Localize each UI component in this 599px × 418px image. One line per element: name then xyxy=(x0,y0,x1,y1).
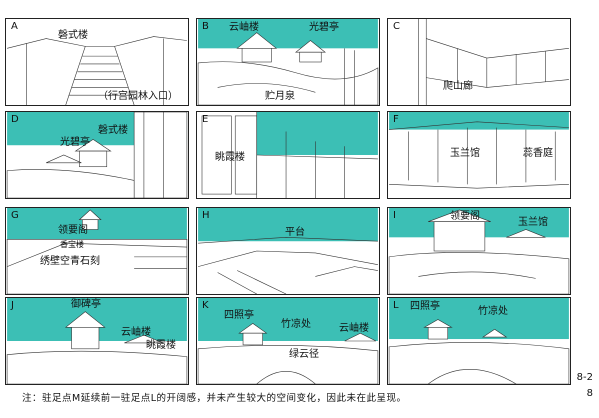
panel-i-caption-1: 领要阁 xyxy=(450,211,480,222)
panel-l-label: L xyxy=(393,300,399,311)
panel-h-sketch xyxy=(198,208,378,294)
panel-e-sketch xyxy=(198,112,378,198)
panel-j-label: J xyxy=(11,300,14,311)
panel-d-caption-2: 光碧亭 xyxy=(60,137,90,148)
panel-l-sketch xyxy=(388,298,570,384)
panel-a-caption-2: （行宫园林入口） xyxy=(98,91,178,102)
panel-a: A 磬式楼 （行宫园林入口） xyxy=(5,18,189,106)
panel-i: I 领要阁 玉兰馆 xyxy=(387,207,571,295)
panel-a-caption-1: 磬式楼 xyxy=(58,30,88,41)
panel-c-sketch xyxy=(389,19,569,105)
panel-i-caption-2: 玉兰馆 xyxy=(518,217,548,228)
panel-g: G 领要阁 香宝楼 绣壁空青石刻 xyxy=(5,207,189,295)
page-number-top: 8-2 xyxy=(576,372,593,383)
panel-f-caption-1: 玉兰馆 xyxy=(450,148,480,159)
panel-e-label: E xyxy=(202,114,209,125)
panel-k-caption-2: 竹凉处 xyxy=(281,319,311,330)
panel-k-caption-1: 四照亭 xyxy=(224,310,254,321)
panel-b-sketch xyxy=(197,19,379,105)
panel-i-sketch xyxy=(388,208,570,294)
panel-k-sketch xyxy=(197,298,379,384)
panel-j: J 御碑亭 云岫楼 眺霞楼 xyxy=(5,297,189,385)
panel-f-sketch xyxy=(389,112,569,198)
panel-f: F 玉兰馆 蕊香庭 xyxy=(387,111,571,199)
panel-l: L 四照亭 竹凉处 xyxy=(387,297,571,385)
panel-b: B 云岫楼 光碧亭 贮月泉 xyxy=(196,18,380,106)
panel-b-label: B xyxy=(202,21,209,32)
panel-g-sketch xyxy=(6,208,188,294)
page-number-bottom: 8 xyxy=(586,388,593,399)
panel-b-caption-1: 云岫楼 xyxy=(229,22,259,33)
panel-j-caption-1: 御碑亭 xyxy=(71,299,101,310)
panel-g-label: G xyxy=(11,210,19,221)
panel-j-sketch xyxy=(6,298,188,384)
panel-k-caption-3: 云岫楼 xyxy=(339,323,369,334)
panel-d-caption-1: 磬式楼 xyxy=(98,125,128,136)
panel-h: H 平台 xyxy=(196,207,380,295)
panel-g-caption-1: 领要阁 xyxy=(58,225,88,236)
panel-b-caption-3: 贮月泉 xyxy=(265,91,295,102)
panel-k-caption-4: 绿云径 xyxy=(289,349,319,360)
panel-a-label: A xyxy=(11,21,18,32)
panel-f-label: F xyxy=(393,114,399,125)
panel-h-label: H xyxy=(202,210,210,221)
panel-i-label: I xyxy=(393,210,396,221)
panel-g-caption-2: 香宝楼 xyxy=(60,240,84,249)
panel-d: D 磬式楼 光碧亭 xyxy=(5,111,189,199)
panel-f-caption-2: 蕊香庭 xyxy=(523,148,553,159)
panel-c-caption-1: 爬山廊 xyxy=(443,81,473,92)
panel-l-caption-1: 四照亭 xyxy=(410,301,440,312)
panel-d-sketch xyxy=(6,112,188,198)
panel-c-label: C xyxy=(393,21,400,32)
panel-j-caption-2: 云岫楼 xyxy=(121,327,151,338)
panel-j-caption-3: 眺霞楼 xyxy=(146,340,176,351)
panel-l-caption-2: 竹凉处 xyxy=(478,306,508,317)
panel-c: C 爬山廊 xyxy=(387,18,571,106)
footnote: 注：驻足点M延续前一驻足点L的开阔感，并未产生较大的空间变化，因此未在此呈现。 xyxy=(22,393,407,404)
panel-k-label: K xyxy=(202,300,209,311)
panel-g-caption-3: 绣壁空青石刻 xyxy=(40,256,100,267)
panel-b-caption-2: 光碧亭 xyxy=(309,22,339,33)
panel-d-label: D xyxy=(11,114,19,125)
panel-a-sketch xyxy=(7,19,187,105)
panel-h-caption-1: 平台 xyxy=(285,227,305,238)
panel-e-caption-1: 眺霞楼 xyxy=(215,152,245,163)
panel-e: E 眺霞楼 xyxy=(196,111,380,199)
panel-k: K 四照亭 竹凉处 云岫楼 绿云径 xyxy=(196,297,380,385)
